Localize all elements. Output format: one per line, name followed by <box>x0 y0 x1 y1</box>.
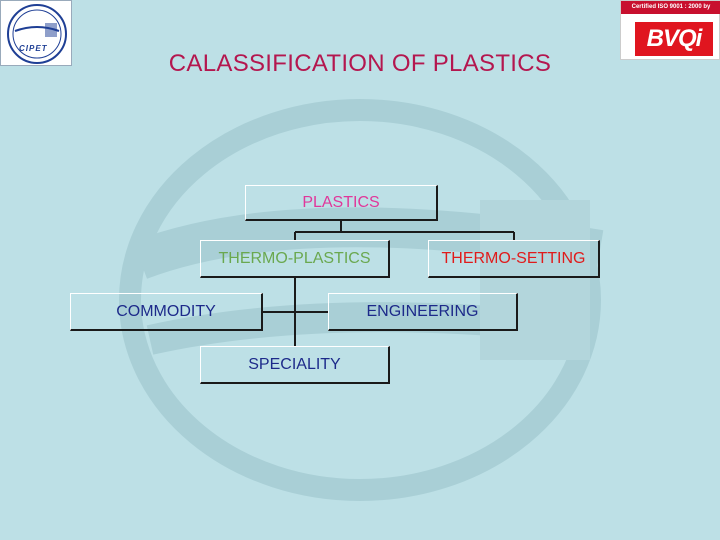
cipet-logo-text: CIPET <box>19 44 48 53</box>
node-commodity: COMMODITY <box>70 293 263 331</box>
node-commodity-label: COMMODITY <box>116 302 216 320</box>
slide-title: CALASSIFICATION OF PLASTICS <box>168 50 552 77</box>
bvqi-logo: Certified ISO 9001 : 2000 by BVQi <box>620 0 720 60</box>
node-engineering-label: ENGINEERING <box>366 302 479 320</box>
node-speciality-label: SPECIALITY <box>248 355 341 373</box>
node-speciality: SPECIALITY <box>200 346 390 384</box>
node-thermosetting-label: THERMO-SETTING <box>441 249 586 267</box>
node-thermoplastics: THERMO-PLASTICS <box>200 240 390 278</box>
node-thermoplastics-label: THERMO-PLASTICS <box>218 249 371 267</box>
bvqi-brand: BVQi <box>635 22 713 56</box>
node-thermosetting: THERMO-SETTING <box>428 240 600 278</box>
cipet-emblem-icon <box>7 4 67 64</box>
node-engineering: ENGINEERING <box>328 293 518 331</box>
cipet-logo: CIPET <box>0 0 72 66</box>
node-plastics-label: PLASTICS <box>302 193 380 211</box>
certification-text: Certified ISO 9001 : 2000 by <box>621 1 720 14</box>
node-plastics: PLASTICS <box>245 185 438 221</box>
